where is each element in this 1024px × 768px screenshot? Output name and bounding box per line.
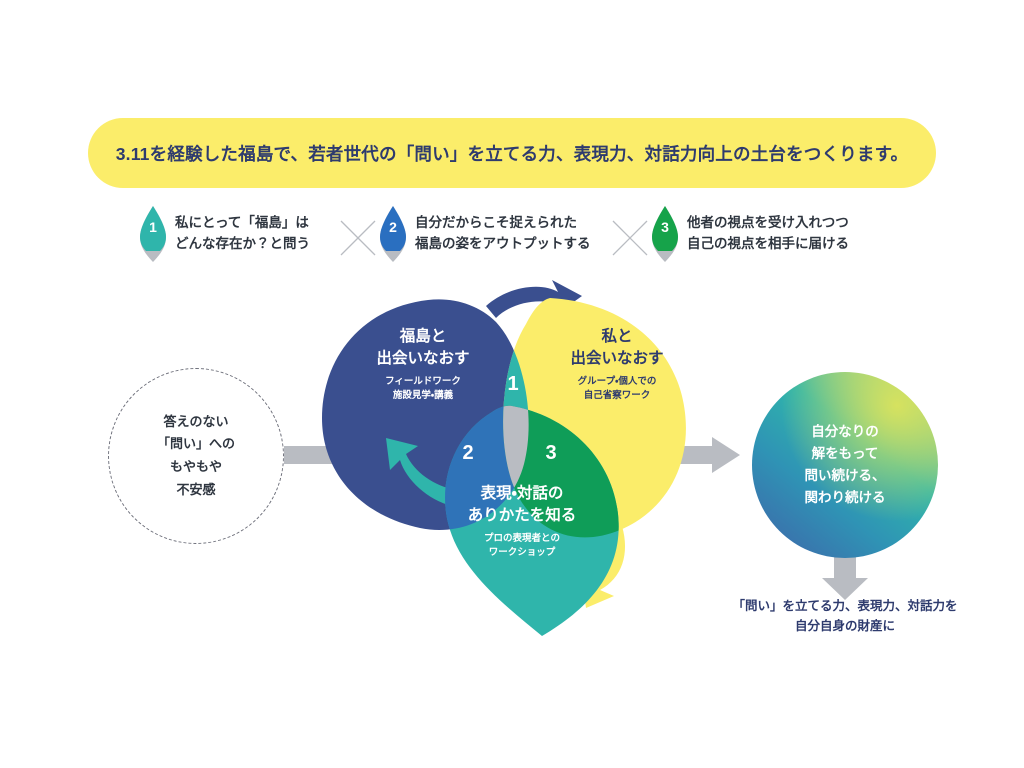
step-item-3: 3 他者の視点を受け入れつつ 自己の視点を相手に届ける [652, 206, 849, 262]
result-state-line-1: 自分なりの [811, 424, 879, 440]
step-text-3-line1: 他者の視点を受け入れつつ [687, 215, 849, 231]
start-state-line-3: もやもや [169, 459, 222, 474]
step-text-2-line2: 福島の姿をアウトプットする [415, 236, 591, 251]
outcome-caption-line-1: 「問い」を立てる力、表現力、対話力を [732, 599, 958, 613]
step-text-1-line2: どんな存在か？と問う [175, 236, 310, 251]
venn-overlap-number-3: 3 [545, 442, 557, 464]
step-number-1: 1 [149, 219, 157, 235]
step-text-3: 他者の視点を受け入れつつ 自己の視点を相手に届ける [687, 213, 849, 255]
result-state-circle: 自分なりの 解をもって 問い続ける、 関わり続ける [752, 372, 938, 558]
start-state-line-4: 不安感 [176, 481, 216, 497]
venn-overlap-number-2: 2 [462, 442, 474, 464]
separator-x-icon-1 [340, 220, 376, 256]
step-item-1: 1 私にとって「福島」は どんな存在か？と問う [140, 206, 310, 262]
step-number-3: 3 [661, 219, 669, 235]
separator-x-icon-2 [612, 220, 648, 256]
venn-arrow-teal [386, 438, 456, 506]
venn-overlap-blue-teal [445, 405, 529, 531]
result-state-line-3: 問い続ける、 [804, 468, 886, 483]
leaf-icon-3 [652, 206, 678, 262]
step-text-2: 自分だからこそ捉えられた 福島の姿をアウトプットする [415, 213, 591, 255]
step-text-2-line1: 自分だからこそ捉えられた [415, 215, 577, 231]
outcome-caption-line-2: 自分自身の財産に [794, 619, 895, 634]
connector-arrow-down [822, 546, 868, 600]
venn-overlap-number-1: 1 [507, 373, 519, 395]
headline-banner-text: 3.11を経験した福島で、若者世代の「問い」を立てる力、表現力、対話力向上の土台… [115, 143, 909, 164]
step-list: 1 私にとって「福島」は どんな存在か？と問う 2 自分だからこそ捉えられた [140, 206, 900, 272]
result-state-line-2: 解をもって [811, 446, 879, 462]
result-state-line-4: 関わり続ける [804, 489, 886, 505]
step-number-2: 2 [389, 219, 397, 235]
leaf-icon-2 [380, 206, 406, 262]
leaf-badge-1: 1 [140, 206, 166, 262]
step-item-2: 2 自分だからこそ捉えられた 福島の姿をアウトプットする [380, 206, 591, 262]
venn-diagram: 福島と 出会いなおす フィールドワーク 施設見学・講義 私と 出会いなおす グル… [300, 278, 740, 658]
step-text-3-line2: 自己の視点を相手に届ける [687, 236, 849, 251]
leaf-icon-1 [140, 206, 166, 262]
outcome-caption: 「問い」を立てる力、表現力、対話力を 自分自身の財産に [690, 596, 1000, 637]
headline-banner: 3.11を経験した福島で、若者世代の「問い」を立てる力、表現力、対話力向上の土台… [88, 118, 936, 188]
leaf-badge-2: 2 [380, 206, 406, 262]
start-state-line-2: 「問い」への [156, 436, 235, 452]
result-state-text: 自分なりの 解をもって 問い続ける、 関わり続ける [805, 421, 886, 508]
step-text-1: 私にとって「福島」は どんな存在か？と問う [175, 213, 310, 255]
start-state-line-1: 答えのない [163, 413, 229, 429]
leaf-badge-3: 3 [652, 206, 678, 262]
start-state-text: 答えのない 「問い」への もやもや 不安感 [157, 411, 235, 502]
venn-shapes [322, 280, 686, 636]
start-state-circle: 答えのない 「問い」への もやもや 不安感 [108, 368, 284, 544]
step-text-1-line1: 私にとって「福島」は [175, 215, 309, 231]
